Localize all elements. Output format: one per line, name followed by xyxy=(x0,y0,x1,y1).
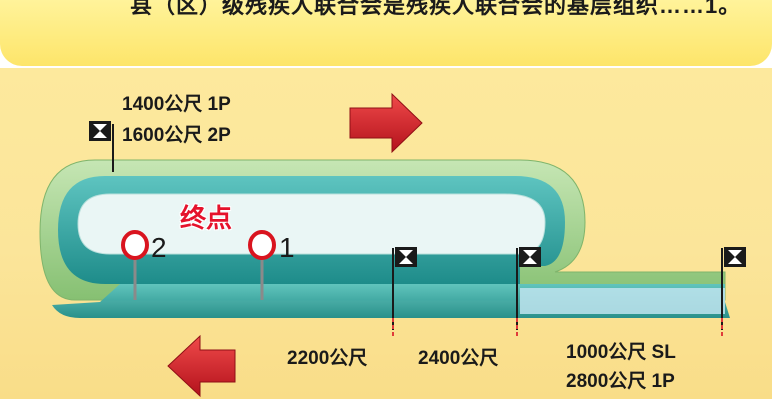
top-banner: 县（区）级残疾人联合会是残疾人联合会的基层组织……1。 xyxy=(0,0,772,66)
post-number-1: 1 xyxy=(279,232,295,263)
flag-icon xyxy=(392,247,417,336)
flag-icon xyxy=(89,121,114,172)
post-number-2: 2 xyxy=(151,232,167,263)
flag-icon xyxy=(516,247,541,336)
winning-post-2 xyxy=(121,230,149,300)
flag-icon xyxy=(721,247,746,336)
banner-text: 县（区）级残疾人联合会是残疾人联合会的基层组织……1。 xyxy=(130,0,742,18)
home-straight-highlight xyxy=(520,288,725,314)
winning-post-1 xyxy=(248,230,276,300)
distance-label-2400: 2400公尺 xyxy=(418,348,499,369)
direction-arrow-bottom xyxy=(167,334,236,398)
distance-label-top-2: 1600公尺 2P xyxy=(122,125,231,146)
distance-label-1000: 1000公尺 SL xyxy=(566,342,676,363)
finish-label: 终点 xyxy=(180,203,233,233)
direction-arrow-top xyxy=(349,92,423,154)
distance-label-top-1: 1400公尺 1P xyxy=(122,94,231,115)
distance-label-2800: 2800公尺 1P xyxy=(566,371,675,392)
distance-label-2200: 2200公尺 xyxy=(287,348,368,369)
